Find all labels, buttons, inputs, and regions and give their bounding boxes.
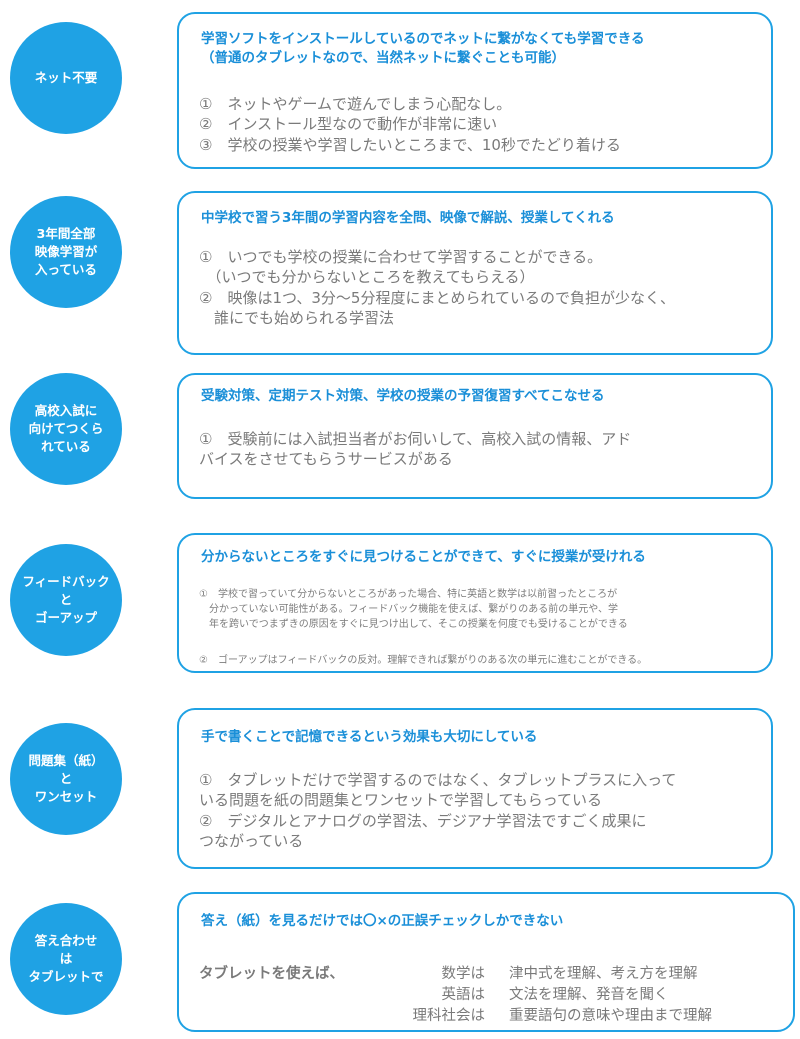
tablet-intro: タブレットを使えば、: [199, 966, 344, 982]
panel-body-1: ① 学校で習っていて分からないところがあった場合、特に英語と数学は以前習ったとこ…: [199, 589, 628, 630]
panel-body: ① 受験前には入試担当者がお伺いして、高校入試の情報、アド バイスをさせてもらう…: [199, 430, 632, 469]
panel-heading: 学習ソフトをインストールしているのでネットに繋がなくても学習できる （普通のタブ…: [201, 31, 645, 66]
panel-workbook: 手で書くことで記憶できるという効果も大切にしている ① タブレットだけで学習する…: [177, 708, 773, 869]
panel-heading: 答え（紙）を見るだけでは〇×の正誤チェックしかできない: [201, 913, 564, 929]
panel-no-internet: 学習ソフトをインストールしているのでネットに繋がなくても学習できる （普通のタブ…: [177, 12, 773, 169]
panel-body: ① ネットやゲームで遊んでしまう心配なし。 ② インストール型なので動作が非常に…: [199, 95, 621, 154]
badge-video-lessons: 3年間全部 映像学習が 入っている: [10, 196, 122, 308]
panel-body-2: ② ゴーアップはフィードバックの反対。理解できれば繋がりのある次の単元に進むこと…: [199, 655, 648, 666]
panel-heading: 分からないところをすぐに見つけることができて、すぐに授業が受けれる: [201, 549, 646, 565]
badge-answer-check: 答え合わせ は タブレットで: [10, 903, 122, 1015]
badge-entrance-exam: 高校入試に 向けてつくら れている: [10, 373, 122, 485]
subject-description: 重要語句の意味や理由まで理解: [509, 1008, 712, 1024]
panel-feedback-goup: 分からないところをすぐに見つけることができて、すぐに授業が受けれる ① 学校で習…: [177, 533, 773, 673]
badge-no-internet: ネット不要: [10, 22, 122, 134]
panel-body: ① タブレットだけで学習するのではなく、タブレットプラスに入って いる問題を紙の…: [199, 771, 677, 850]
subject-label: 理科社会は: [412, 1008, 486, 1024]
subject-label: 数学は: [441, 966, 486, 982]
panel-answer-check: 答え（紙）を見るだけでは〇×の正誤チェックしかできない タブレットを使えば、 数…: [177, 892, 795, 1032]
panel-heading: 手で書くことで記憶できるという効果も大切にしている: [201, 729, 538, 745]
badge-workbook: 問題集（紙） と ワンセット: [10, 723, 122, 835]
panel-video-lessons: 中学校で習う3年間の学習内容を全問、映像で解説、授業してくれる ① いつでも学校…: [177, 191, 773, 355]
subject-description: 文法を理解、発音を聞く: [509, 987, 669, 1003]
panel-heading: 中学校で習う3年間の学習内容を全問、映像で解説、授業してくれる: [201, 210, 615, 226]
badge-feedback-goup: フィードバック と ゴーアップ: [10, 544, 122, 656]
panel-body: ① いつでも学校の授業に合わせて学習することができる。 （いつでも分からないとこ…: [199, 248, 676, 327]
subject-description: 津中式を理解、考え方を理解: [509, 966, 698, 982]
panel-heading: 受験対策、定期テスト対策、学校の授業の予習復習すべてこなせる: [201, 388, 605, 404]
panel-entrance-exam: 受験対策、定期テスト対策、学校の授業の予習復習すべてこなせる ① 受験前には入試…: [177, 373, 773, 499]
subject-label: 英語は: [441, 987, 486, 1003]
